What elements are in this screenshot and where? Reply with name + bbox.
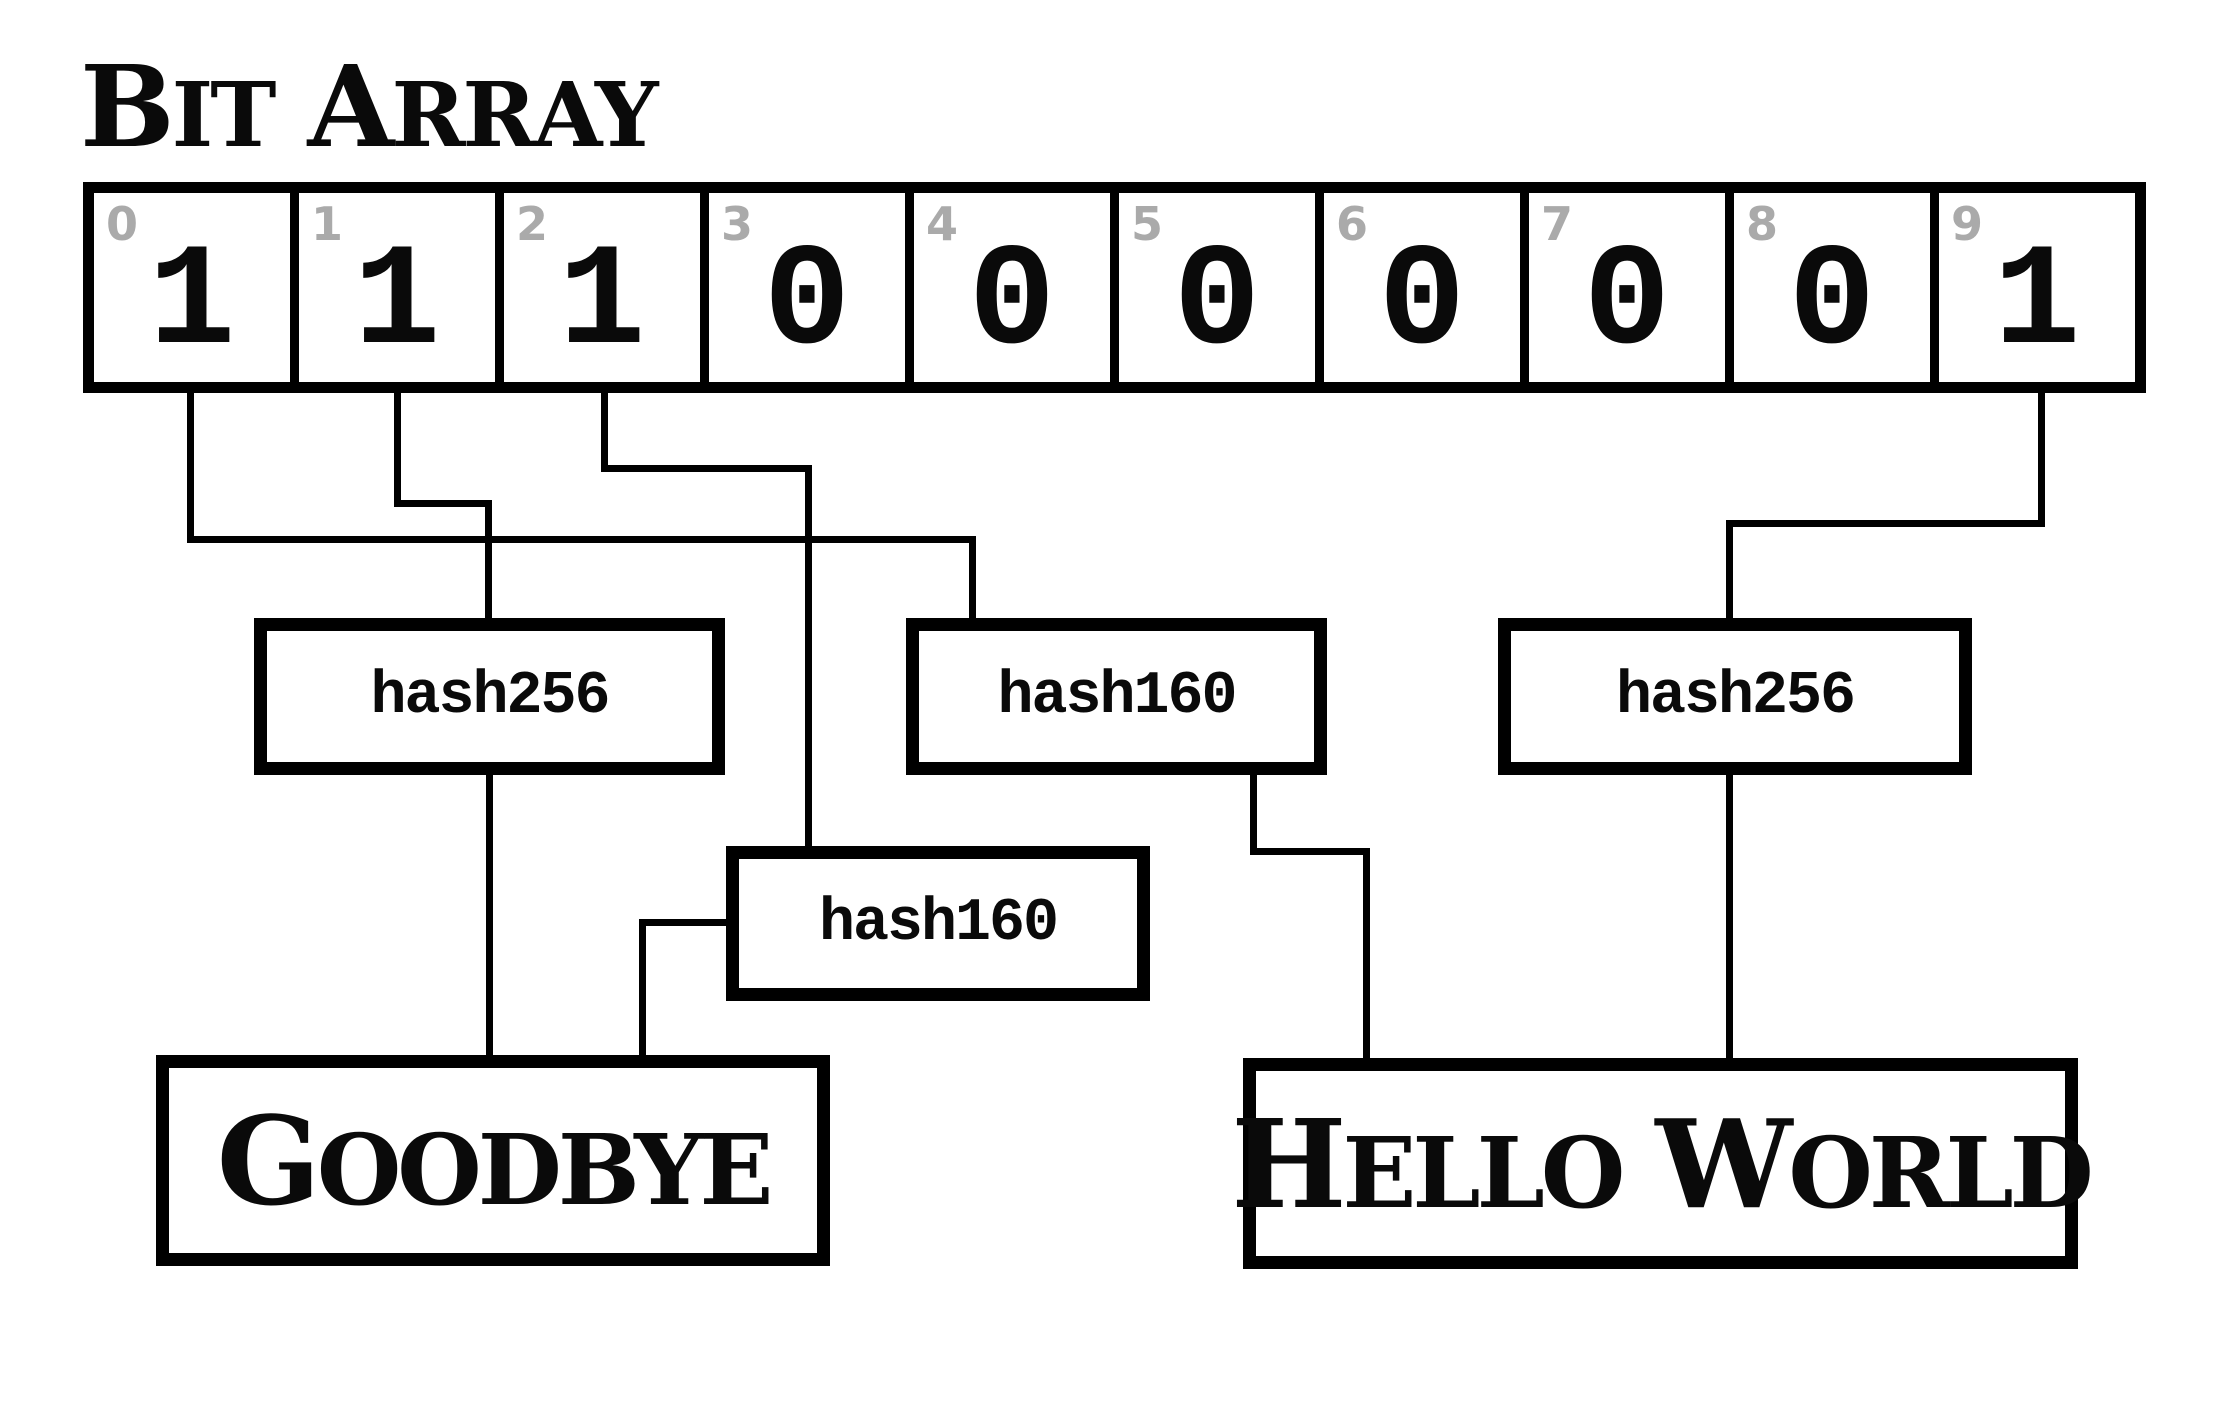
connector-hash160-goodbye-to-goodbye bbox=[639, 919, 733, 926]
cell-value: 1 bbox=[353, 221, 441, 386]
cell-value: 0 bbox=[1378, 221, 1466, 386]
cell-index-label: 0 bbox=[106, 197, 139, 251]
connector-bit0-to-hash160-helloworld bbox=[969, 536, 976, 622]
word: HELLO bbox=[1231, 1091, 1625, 1236]
connector-bit2-to-hash160-goodbye bbox=[805, 465, 812, 850]
cell-value: 0 bbox=[763, 221, 851, 386]
connector-bit0-to-hash160-helloworld bbox=[187, 536, 976, 543]
cell-value: 1 bbox=[148, 221, 236, 386]
cell-value: 0 bbox=[1788, 221, 1876, 386]
cell-index-label: 9 bbox=[1951, 197, 1984, 251]
cell-index-label: 3 bbox=[721, 197, 754, 251]
cell-value: 1 bbox=[558, 221, 646, 386]
connector-bit1-to-hash256-goodbye bbox=[394, 500, 492, 507]
hash-box-hash160-goodbye: hash160 bbox=[726, 846, 1150, 1001]
word: WORLD bbox=[1655, 1091, 2093, 1236]
hash-box-hash256-goodbye: hash256 bbox=[254, 618, 725, 775]
connector-bit2-to-hash160-goodbye bbox=[601, 465, 812, 472]
cell-index-label: 5 bbox=[1131, 197, 1164, 251]
hash-label: hash160 bbox=[997, 662, 1237, 731]
cell-value: 0 bbox=[968, 221, 1056, 386]
connector-bit9-to-hash256-helloworld bbox=[1726, 520, 2045, 527]
word: ARRAY bbox=[307, 42, 659, 173]
cell-index-label: 1 bbox=[311, 197, 344, 251]
word: BIT bbox=[80, 42, 277, 173]
cell-value: 0 bbox=[1583, 221, 1671, 386]
word-label: GOODBYE bbox=[216, 1088, 774, 1233]
connector-bit9-to-hash256-helloworld bbox=[2038, 391, 2045, 527]
cell-value: 1 bbox=[1993, 221, 2081, 386]
connector-hash160-goodbye-to-goodbye bbox=[639, 919, 646, 1060]
connector-bit1-to-hash256-goodbye bbox=[394, 391, 401, 507]
connector-bit1-to-hash256-goodbye bbox=[485, 500, 492, 622]
connector-hash160-helloworld-to-helloworld bbox=[1250, 772, 1257, 855]
cell-index-label: 8 bbox=[1746, 197, 1779, 251]
hash-label: hash256 bbox=[370, 662, 610, 731]
cell-value: 0 bbox=[1173, 221, 1261, 386]
hash-box-hash160-helloworld: hash160 bbox=[906, 618, 1327, 775]
hash-label: hash256 bbox=[1615, 662, 1856, 731]
cell-index-label: 6 bbox=[1336, 197, 1369, 251]
connector-hash160-helloworld-to-helloworld bbox=[1363, 848, 1370, 1063]
connector-hash256-helloworld-to-helloworld bbox=[1726, 772, 1733, 1063]
cell-index-label: 4 bbox=[926, 197, 959, 251]
word-box-goodbye: GOODBYE bbox=[156, 1055, 830, 1266]
connector-hash256-goodbye-to-goodbye bbox=[486, 772, 493, 1060]
word: GOODBYE bbox=[216, 1088, 774, 1233]
hash-label: hash160 bbox=[818, 889, 1059, 958]
hash-box-hash256-helloworld: hash256 bbox=[1498, 618, 1972, 775]
connector-bit2-to-hash160-goodbye bbox=[601, 391, 608, 472]
cell-index-label: 7 bbox=[1541, 197, 1574, 251]
connector-bit0-to-hash160-helloworld bbox=[187, 391, 194, 543]
connector-bit9-to-hash256-helloworld bbox=[1726, 520, 1733, 622]
cell-index-label: 2 bbox=[516, 197, 549, 251]
connector-hash160-helloworld-to-helloworld bbox=[1250, 848, 1370, 855]
